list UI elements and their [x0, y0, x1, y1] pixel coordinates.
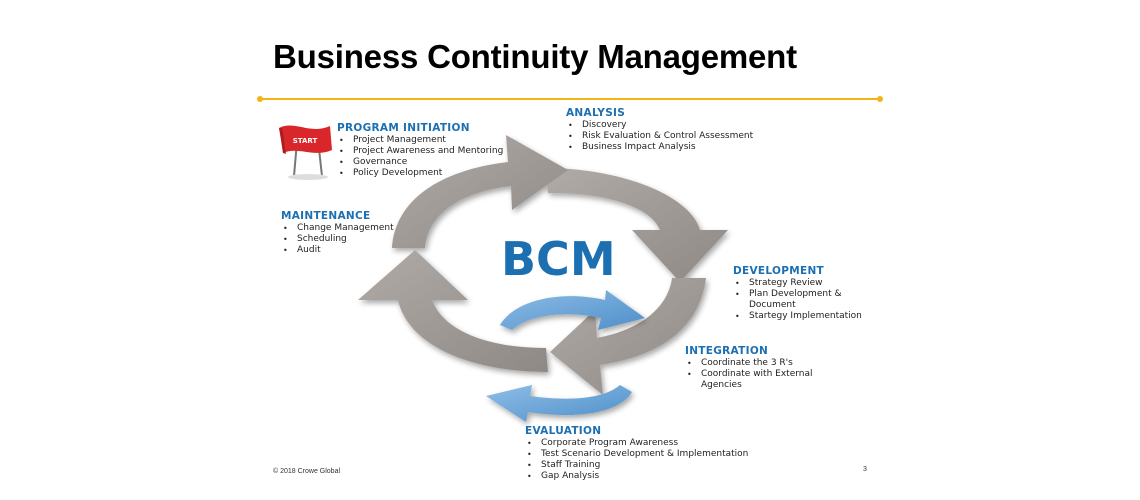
section-heading: DEVELOPMENT: [733, 265, 824, 277]
section-program-initiation: PROGRAM INITIATION Project Management Pr…: [337, 122, 537, 179]
list-item: Policy Development: [337, 168, 537, 179]
footer-copyright: © 2018 Crowe Global: [273, 468, 341, 475]
outer-arrow-bottom-left: [358, 250, 548, 372]
section-integration: INTEGRATION Coordinate the 3 R's Coordin…: [685, 345, 825, 391]
list-item: Business Impact Analysis: [566, 142, 786, 153]
slide-title: Business Continuity Management: [273, 38, 797, 75]
start-flag-icon: START: [279, 125, 332, 180]
page-number: 3: [863, 466, 867, 473]
list-item: Startegy Implementation: [733, 311, 863, 322]
list-item: Governance: [337, 157, 537, 168]
list-item: Plan Development & Document: [733, 289, 863, 311]
inner-arrow-top: [500, 290, 645, 330]
section-development: DEVELOPMENT Strategy Review Plan Develop…: [733, 265, 863, 322]
section-evaluation: EVALUATION Corporate Program Awareness T…: [525, 425, 765, 482]
list-item: Project Management: [337, 135, 537, 146]
list-item: Strategy Review: [733, 278, 863, 289]
list-item: Staff Training: [525, 460, 765, 471]
outer-arrow-top-right: [545, 168, 728, 282]
section-heading: INTEGRATION: [685, 345, 769, 357]
list-item: Test Scenario Development & Implementati…: [525, 449, 765, 460]
list-item: Coordinate the 3 R's: [685, 358, 825, 369]
center-label-bcm: BCM: [501, 232, 616, 286]
section-heading: EVALUATION: [525, 425, 602, 437]
inner-arrow-bottom: [486, 385, 632, 422]
section-heading: ANALYSIS: [566, 107, 626, 119]
list-item: Discovery: [566, 120, 786, 131]
list-item: Risk Evaluation & Control Assessment: [566, 131, 786, 142]
title-divider: [257, 96, 883, 102]
list-item: Audit: [281, 245, 421, 256]
list-item: Scheduling: [281, 234, 421, 245]
section-analysis: ANALYSIS Discovery Risk Evaluation & Con…: [566, 107, 786, 153]
start-flag-label: START: [293, 137, 318, 145]
section-heading: MAINTENANCE: [281, 210, 371, 222]
outer-arrow-bottom-right: [550, 278, 706, 395]
section-heading: PROGRAM INITIATION: [337, 122, 470, 134]
section-maintenance: MAINTENANCE Change Management Scheduling…: [281, 210, 421, 256]
list-item: Gap Analysis: [525, 471, 765, 482]
list-item: Corporate Program Awareness: [525, 438, 765, 449]
list-item: Coordinate with External Agencies: [685, 369, 825, 391]
list-item: Change Management: [281, 223, 421, 234]
list-item: Project Awareness and Mentoring: [337, 146, 537, 157]
